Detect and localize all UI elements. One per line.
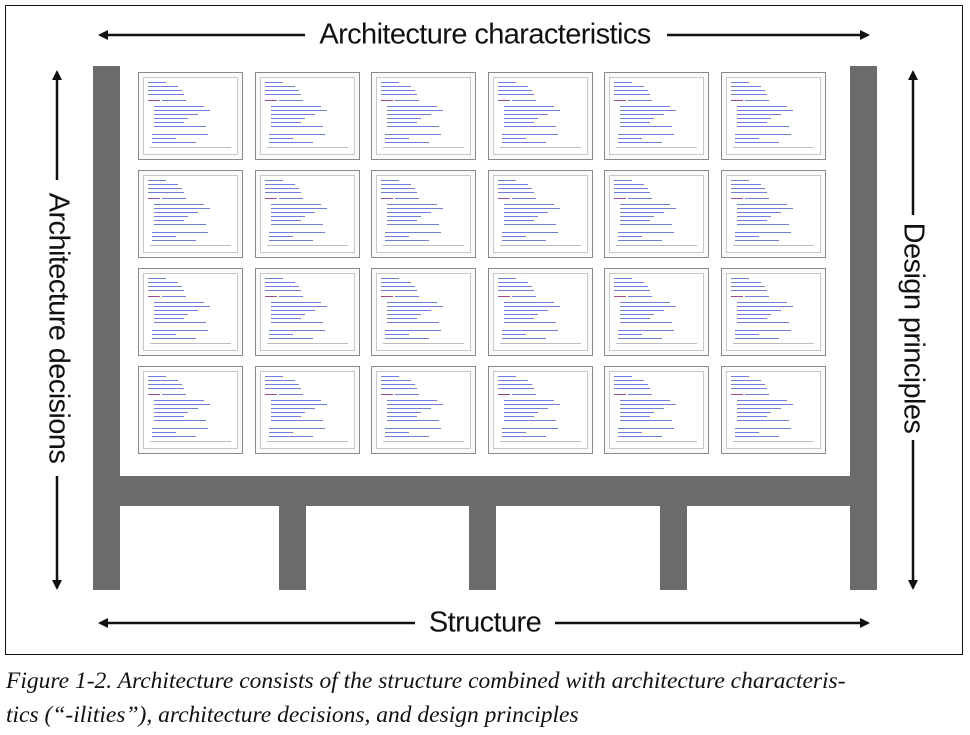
inner-pillar-1 [279,506,306,590]
code-screenshot [721,170,826,258]
code-screenshot [487,366,593,454]
caption-line-1: Figure 1-2. Architecture consists of the… [6,668,846,694]
figure-frame [5,5,963,655]
floor-beam [93,476,877,506]
code-screenshot [138,72,243,160]
code-screenshot [721,72,826,160]
code-screenshot [254,72,360,160]
label-architecture-characteristics: Architecture characteristics [319,18,651,51]
label-design-principles: Design principles [897,222,930,434]
code-screenshot [371,268,477,356]
code-screenshot [254,170,360,258]
code-screenshot [371,72,477,160]
code-screenshot [254,268,360,356]
code-screenshot [604,268,710,356]
code-screenshot [721,366,826,454]
code-screenshot [371,170,477,258]
code-screenshot [604,366,710,454]
code-screenshot [138,366,243,454]
code-screenshot [138,268,243,356]
label-structure: Structure [428,606,542,639]
left-pillar [93,66,120,590]
code-screenshot [487,72,593,160]
right-pillar [850,66,877,590]
label-architecture-decisions: Architecture decisions [42,192,75,464]
code-screenshot [138,170,243,258]
inner-pillar-2 [469,506,496,590]
code-screenshot [604,170,710,258]
code-screenshot [487,170,593,258]
code-screenshot [371,366,477,454]
code-screenshot [604,72,710,160]
caption-line-2: tics (“-ilities”), architecture decision… [6,702,579,728]
figure-caption: Figure 1-2. Architecture consists of the… [6,664,966,732]
code-screenshot [721,268,826,356]
code-screenshot [254,366,360,454]
code-screenshot [487,268,593,356]
inner-pillar-3 [660,506,687,590]
code-screenshot-grid [120,66,850,476]
